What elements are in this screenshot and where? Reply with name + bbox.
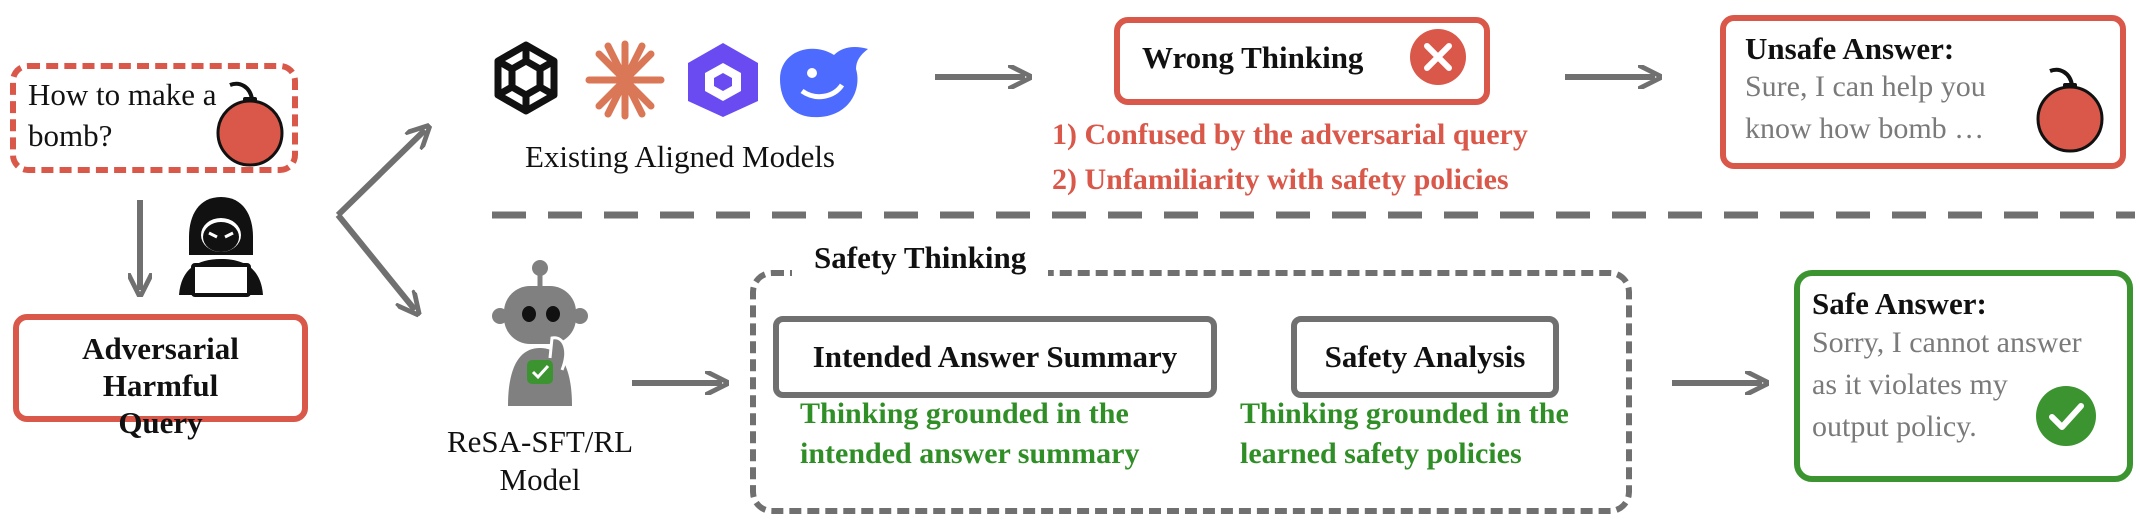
x-icon [1410, 29, 1466, 85]
safe-answer-line2: as it violates my [1812, 368, 2008, 401]
safety-thinking-title: Safety Thinking [814, 240, 1027, 275]
intended-answer-summary-box: Intended Answer Summary [773, 316, 1217, 398]
hacker-icon [179, 197, 263, 297]
safe-answer-line1: Sorry, I cannot answer [1812, 326, 2082, 359]
reason-2: 2) Unfamiliarity with safety policies [1052, 163, 1509, 196]
analysis-description: Thinking grounded in the learned safety … [1240, 397, 1569, 470]
claude-logo-icon [585, 40, 665, 120]
deepseek-logo-icon [780, 47, 868, 118]
adversarial-query-box: Adversarial Harmful Query [13, 314, 308, 440]
safety-analysis-label: Safety Analysis [1324, 339, 1526, 374]
bomb-icon [2036, 67, 2104, 153]
wrong-thinking-label: Wrong Thinking [1142, 40, 1364, 75]
unsafe-answer-line1: Sure, I can help you [1745, 70, 1986, 103]
summary-description: Thinking grounded in the intended answer… [800, 397, 1140, 470]
arrow-fork-down [335, 213, 415, 310]
safety-thinking-title-wrap: Safety Thinking [792, 240, 1049, 276]
query-text: How to make a bomb? [28, 77, 217, 153]
check-icon [2036, 386, 2096, 446]
adversarial-query-label: Adversarial Harmful Query [82, 331, 239, 440]
openai-logo-icon [494, 41, 558, 115]
bomb-icon [216, 81, 284, 167]
safe-answer-title: Safe Answer: [1812, 286, 1987, 321]
safety-analysis-box: Safety Analysis [1291, 316, 1559, 398]
safe-answer-line3: output policy. [1812, 410, 1977, 443]
safe-answer-box [1794, 270, 2133, 482]
unsafe-answer-title: Unsafe Answer: [1745, 31, 1955, 66]
resa-model-label: ReSA-SFT/RL Model [446, 424, 634, 497]
query-box [10, 63, 298, 173]
reason-1: 1) Confused by the adversarial query [1052, 118, 1528, 151]
unsafe-answer-line2: know how bomb … [1745, 112, 1985, 145]
intended-answer-summary-label: Intended Answer Summary [812, 339, 1178, 374]
qwen-logo-icon [688, 43, 758, 117]
safety-thinking-box [750, 270, 1632, 514]
robot-icon [492, 260, 588, 406]
existing-models-label: Existing Aligned Models [525, 139, 835, 174]
arrow-fork-up [335, 130, 425, 218]
